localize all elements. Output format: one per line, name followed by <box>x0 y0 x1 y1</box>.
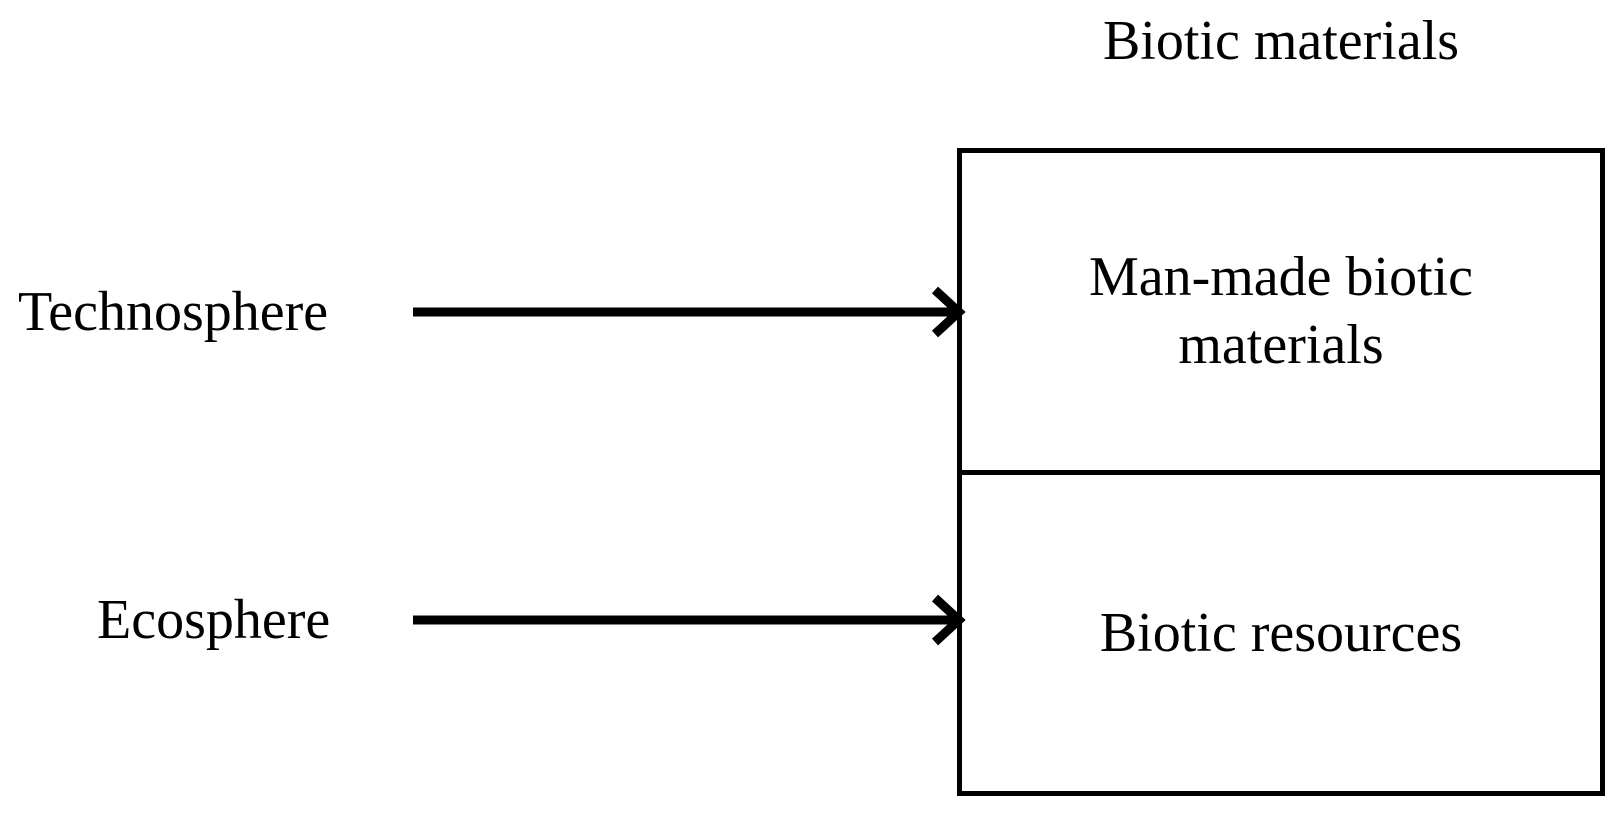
source-label-technosphere: Technosphere <box>18 281 329 343</box>
arrow-right-icon <box>413 286 966 338</box>
box-cell-man-made-biotic-materials: Man-made biotic materials <box>962 153 1600 475</box>
box-cell-label-man-made-biotic-materials: Man-made biotic materials <box>1088 246 1474 377</box>
page-title: Biotic materials <box>1102 10 1460 72</box>
arrow-right-icon <box>413 594 966 646</box>
arrow-technosphere-to-man-made-biotic-materials <box>413 282 966 342</box>
box-cell-biotic-resources: Biotic resources <box>962 475 1600 792</box>
box-cell-label-biotic-resources: Biotic resources <box>1099 601 1463 664</box>
biotic-materials-box: Man-made biotic materials Biotic resourc… <box>957 148 1605 796</box>
source-label-ecosphere: Ecosphere <box>97 589 331 651</box>
arrow-ecosphere-to-biotic-resources <box>413 590 966 650</box>
